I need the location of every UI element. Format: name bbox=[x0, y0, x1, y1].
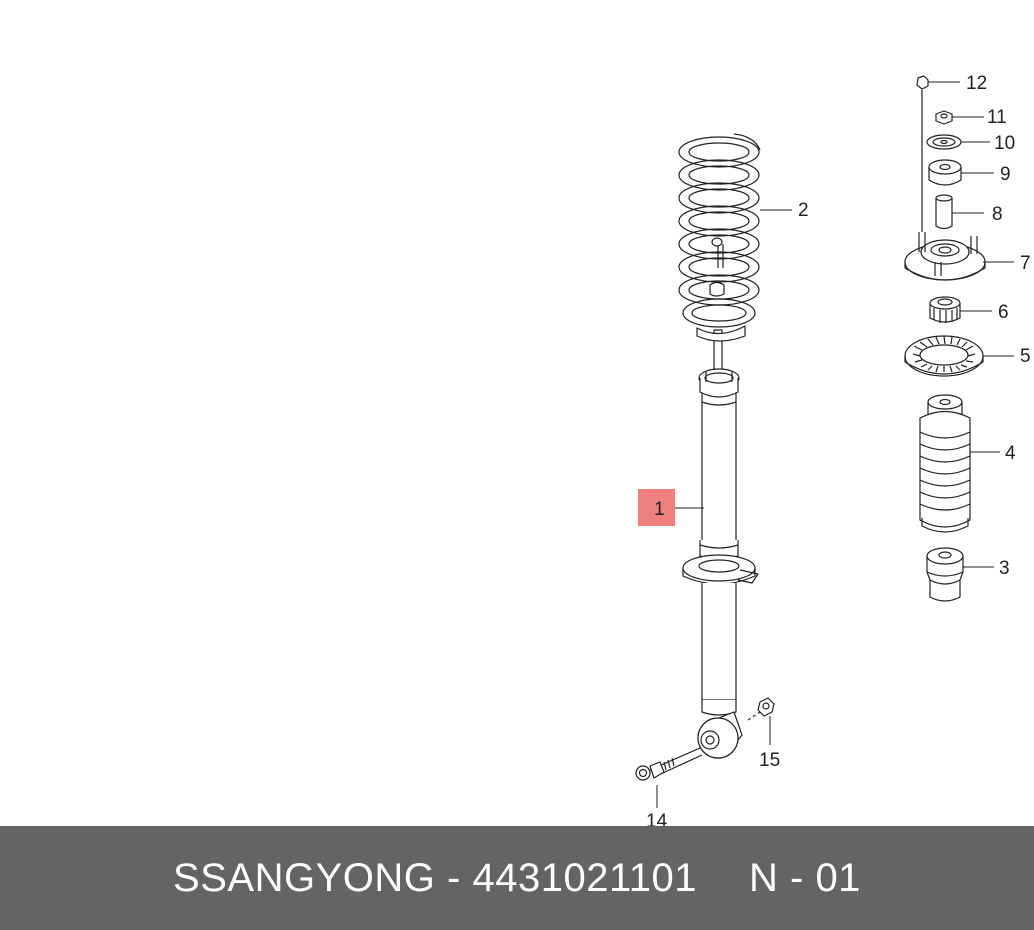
callout-6: 6 bbox=[998, 302, 1009, 323]
footer-brand: SSANGYONG bbox=[173, 855, 436, 900]
top-mount-parts bbox=[904, 75, 986, 602]
part-number-footer: SSANGYONG - 4431021101 N - 01 bbox=[0, 826, 1034, 930]
exploded-parts-diagram: 1 2 3 4 5 6 7 8 9 10 11 12 14 15 bbox=[635, 73, 1031, 826]
callout-8: 8 bbox=[992, 204, 1003, 225]
callout-3: 3 bbox=[999, 558, 1010, 579]
footer-position-label: N bbox=[748, 855, 779, 900]
footer-part-number: 4431021101 bbox=[472, 855, 697, 900]
shock-absorber bbox=[635, 329, 775, 781]
coil-spring bbox=[678, 133, 761, 342]
callout-15: 15 bbox=[759, 750, 780, 771]
callout-4: 4 bbox=[1005, 443, 1016, 464]
highlight-box-part-1 bbox=[638, 489, 675, 526]
callout-5: 5 bbox=[1020, 346, 1031, 367]
callout-7: 7 bbox=[1020, 253, 1031, 274]
leader-lines bbox=[656, 81, 1014, 808]
footer-position-separator: - bbox=[789, 855, 804, 900]
footer-separator: - bbox=[447, 855, 461, 900]
callout-14: 14 bbox=[646, 811, 668, 826]
callout-12: 12 bbox=[966, 73, 987, 94]
callout-2: 2 bbox=[798, 200, 809, 221]
callout-10: 10 bbox=[994, 133, 1015, 154]
callout-11: 11 bbox=[987, 107, 1007, 128]
callout-9: 9 bbox=[1000, 164, 1011, 185]
footer-position-number: 01 bbox=[815, 855, 861, 900]
callout-1: 1 bbox=[654, 499, 665, 520]
